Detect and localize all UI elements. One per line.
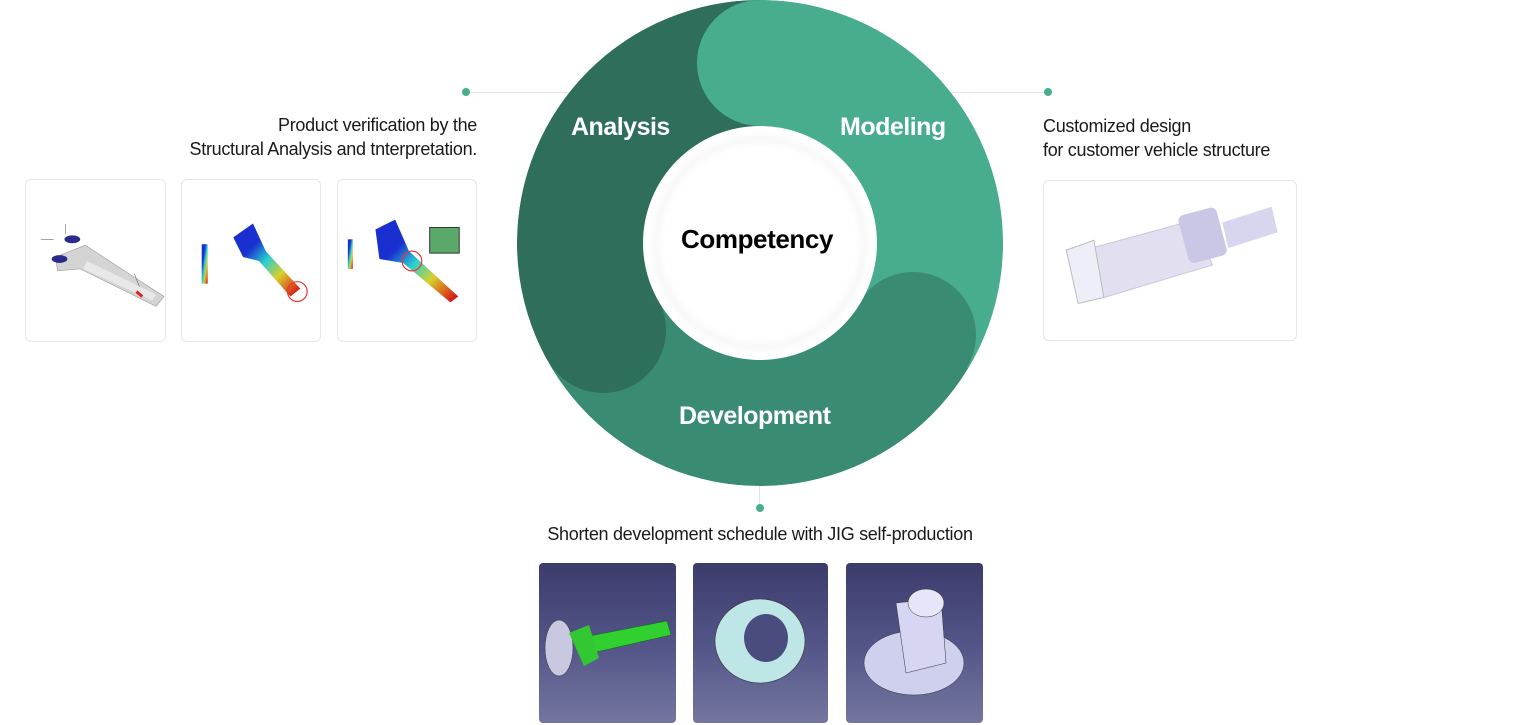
development-segment-cap <box>850 272 976 398</box>
development-connector-dot <box>756 504 764 512</box>
modeling-image-propeller-shaft <box>1043 180 1297 341</box>
analysis-connector-dot <box>462 88 470 96</box>
analysis-image-equivalent-stress <box>337 179 477 342</box>
analysis-description: Product verification by the Structural A… <box>189 113 478 161</box>
development-connector-line <box>759 486 760 506</box>
development-image-jig-flange <box>846 563 983 723</box>
modeling-description: Customized design for customer vehicle s… <box>1043 114 1270 162</box>
competency-cycle-diagram <box>517 0 1003 486</box>
modeling-label: Modeling <box>840 113 946 141</box>
modeling-description-line1: Customized design <box>1043 116 1191 136</box>
development-description: Shorten development schedule with JIG se… <box>547 524 973 544</box>
modeling-description-line2: for customer vehicle structure <box>1043 140 1271 160</box>
modeling-connector-dot <box>1044 88 1052 96</box>
analysis-connector-line <box>470 92 570 93</box>
modeling-connector-line <box>950 92 1048 93</box>
analysis-image-total-deformation <box>181 179 321 342</box>
development-image-jig-ring <box>693 563 828 723</box>
competency-label: Competency <box>681 224 834 254</box>
analysis-description-line2: Structural Analysis and tnterpretation. <box>189 139 478 159</box>
development-image-jig-shaft <box>539 563 676 723</box>
analysis-image-boundary-conditions <box>25 179 166 342</box>
analysis-description-line1: Product verification by the <box>277 115 477 135</box>
analysis-label: Analysis <box>571 113 670 141</box>
development-label: Development <box>679 402 831 430</box>
